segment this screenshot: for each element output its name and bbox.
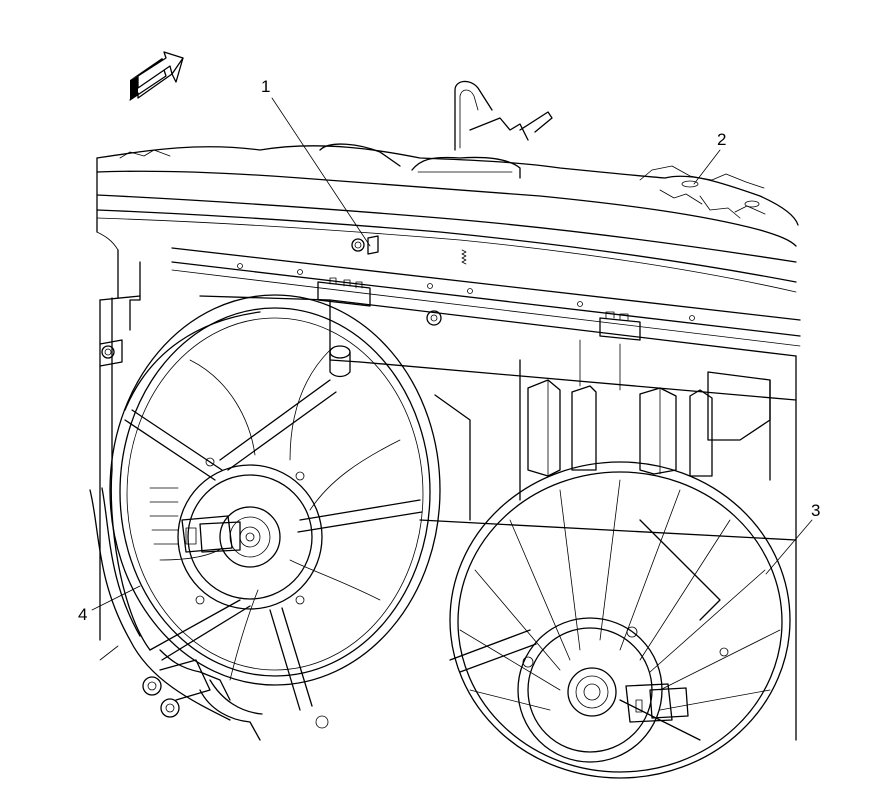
left-cooling-fan xyxy=(109,294,441,711)
callout-2: 2 xyxy=(717,130,727,149)
leader-line-3 xyxy=(765,519,813,575)
radiator-upper-support xyxy=(96,145,799,293)
callout-1: 1 xyxy=(261,77,271,96)
callout-4: 4 xyxy=(78,605,88,624)
right-cooling-fan xyxy=(449,461,791,779)
hood-latch xyxy=(319,80,553,179)
leader-line-1 xyxy=(271,97,371,247)
coolant-hoses xyxy=(89,339,329,741)
radiator-frame xyxy=(117,235,801,347)
leader-line-4 xyxy=(91,585,141,611)
leader-line-2 xyxy=(693,149,721,185)
callout-leaders xyxy=(91,97,813,611)
direction-arrow-icon xyxy=(129,51,184,101)
fan-shroud xyxy=(99,295,797,741)
callout-3: 3 xyxy=(811,501,821,520)
